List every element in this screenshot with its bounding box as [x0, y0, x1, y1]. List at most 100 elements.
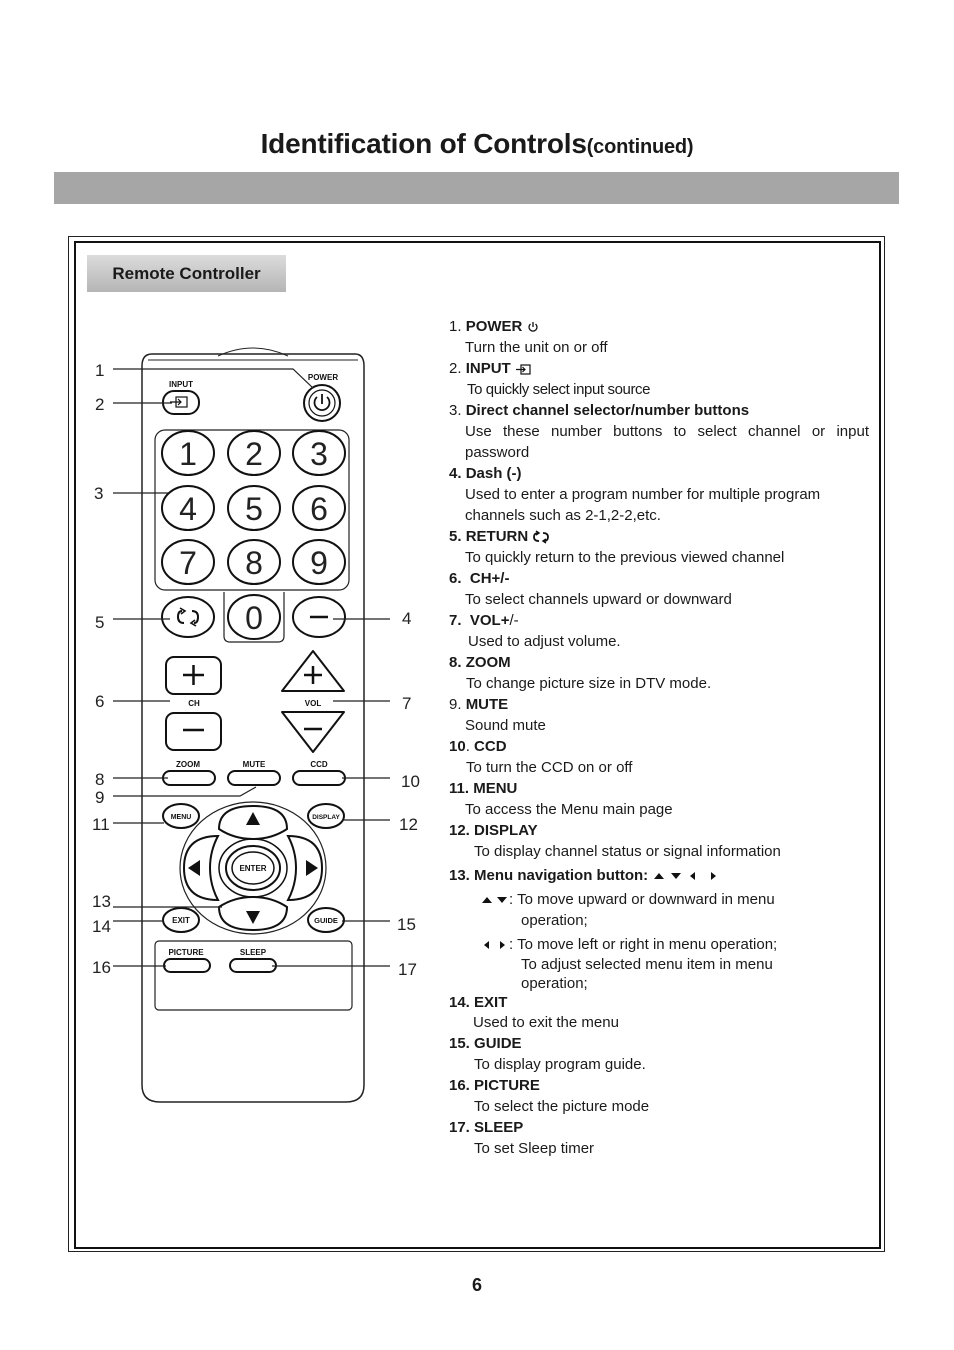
- plus-icon: [304, 666, 322, 684]
- digit-five-label: 5: [245, 491, 263, 527]
- digit-zero-button[interactable]: [227, 594, 281, 640]
- ch-down-button[interactable]: [165, 712, 222, 751]
- item-input: 2. INPUT To quickly select input source: [449, 360, 651, 398]
- digit-four-label: 4: [179, 491, 197, 527]
- enter-label: ENTER: [239, 864, 266, 873]
- callout-17: 17: [398, 960, 417, 979]
- callout-2: 2: [95, 395, 104, 414]
- display-label: DISPLAY: [312, 814, 340, 821]
- digit-eight-label: 8: [245, 545, 263, 581]
- mute-button[interactable]: [227, 770, 281, 786]
- bottom-panel: [154, 940, 353, 1011]
- callout-7: 7: [402, 694, 411, 713]
- sleep-button[interactable]: [229, 958, 277, 973]
- nav-left-button[interactable]: [182, 834, 220, 902]
- digit-one-button[interactable]: [161, 430, 215, 476]
- title-main: Identification of Controls: [260, 128, 587, 159]
- power-icon: [313, 394, 331, 411]
- arrows-icon: [654, 872, 717, 881]
- digit-two-label: 2: [245, 436, 263, 472]
- digit-six-label: 6: [310, 491, 328, 527]
- digit-nine-label: 9: [310, 545, 328, 581]
- page-number: 6: [471, 1275, 482, 1295]
- ccd-label: CCD: [310, 760, 328, 769]
- left-right-icon: [484, 941, 505, 950]
- item-return: 5. RETURN To quickly return to the previ…: [449, 528, 785, 566]
- digit-seven-label: 7: [179, 545, 197, 581]
- up-down-icon: [482, 897, 507, 904]
- digit-three-label: 3: [310, 436, 328, 472]
- callout-16: 16: [92, 958, 111, 977]
- content-frame-inner: [74, 241, 881, 1249]
- digit-nine-button[interactable]: [292, 539, 346, 585]
- vol-down-button[interactable]: [281, 711, 345, 753]
- digit-six-button[interactable]: [292, 485, 346, 531]
- callout-6: 6: [95, 692, 104, 711]
- sleep-label: SLEEP: [240, 948, 267, 957]
- picture-label: PICTURE: [168, 948, 204, 957]
- exit-label: EXIT: [172, 916, 190, 925]
- ch-label: CH: [188, 699, 200, 708]
- digit-two-button[interactable]: [227, 430, 281, 476]
- picture-button[interactable]: [163, 958, 211, 973]
- digit-five-button[interactable]: [227, 485, 281, 531]
- item-ch: 6. CH+/-To select channels upward or dow…: [449, 570, 732, 608]
- controls-description: 1. POWER Turn the unit on or off 2. INPU…: [449, 316, 869, 1159]
- callout-14: 14: [92, 917, 111, 936]
- input-icon: [515, 363, 531, 375]
- guide-label: GUIDE: [314, 916, 338, 925]
- input-icon: [170, 396, 188, 408]
- section-label: Remote Controller: [87, 255, 286, 292]
- return-icon: [176, 607, 200, 627]
- item-menu-navigation: 13. Menu navigation button: : To move up…: [449, 865, 869, 993]
- return-icon: [533, 530, 550, 544]
- digit-three-button[interactable]: [292, 430, 346, 476]
- item-power: 1. POWER Turn the unit on or off: [449, 318, 608, 356]
- nav-right-button[interactable]: [286, 834, 324, 902]
- digit-zero-label: 0: [245, 600, 263, 636]
- guide-button[interactable]: [307, 907, 345, 933]
- menu-button[interactable]: [162, 803, 200, 829]
- digit-eight-button[interactable]: [227, 539, 281, 585]
- leader-lines: [113, 368, 390, 967]
- callout-15: 15: [397, 915, 416, 934]
- enter-button[interactable]: [225, 845, 281, 891]
- zoom-button[interactable]: [162, 770, 216, 786]
- exit-button[interactable]: [162, 907, 200, 933]
- left-arrow-icon: [188, 860, 200, 876]
- digit-four-button[interactable]: [161, 485, 215, 531]
- title-subtitle: (continued): [586, 136, 694, 158]
- power-label: POWER: [308, 373, 338, 382]
- callout-3: 3: [94, 484, 103, 503]
- return-button[interactable]: [161, 596, 215, 638]
- callout-13: 13: [92, 892, 111, 911]
- digit-one-label: 1: [179, 436, 197, 472]
- display-button[interactable]: [307, 803, 345, 829]
- zoom-label: ZOOM: [176, 760, 200, 769]
- item-dash: 4. Dash (-)Used to enter a program numbe…: [449, 465, 821, 524]
- number-pad-frame: [154, 429, 350, 591]
- callout-numbers: 1 2 3 4 5 6 7 8 9 10 11 12 13 14 15 16 1…: [92, 361, 420, 979]
- callout-9: 9: [95, 788, 104, 807]
- input-label: INPUT: [169, 380, 193, 389]
- callout-12: 12: [399, 815, 418, 834]
- item-vol: 7. VOL+/-Used to adjust volume.: [449, 612, 621, 650]
- digit-seven-button[interactable]: [161, 539, 215, 585]
- item-number-buttons: 3. Direct channel selector/number button…: [449, 402, 869, 461]
- menu-label: MENU: [171, 814, 192, 821]
- page-title: Identification of Controls(continued): [0, 128, 954, 160]
- content-frame-outer: [68, 236, 885, 1252]
- ccd-button[interactable]: [292, 770, 346, 786]
- callout-10: 10: [401, 772, 420, 791]
- callout-4: 4: [402, 609, 411, 628]
